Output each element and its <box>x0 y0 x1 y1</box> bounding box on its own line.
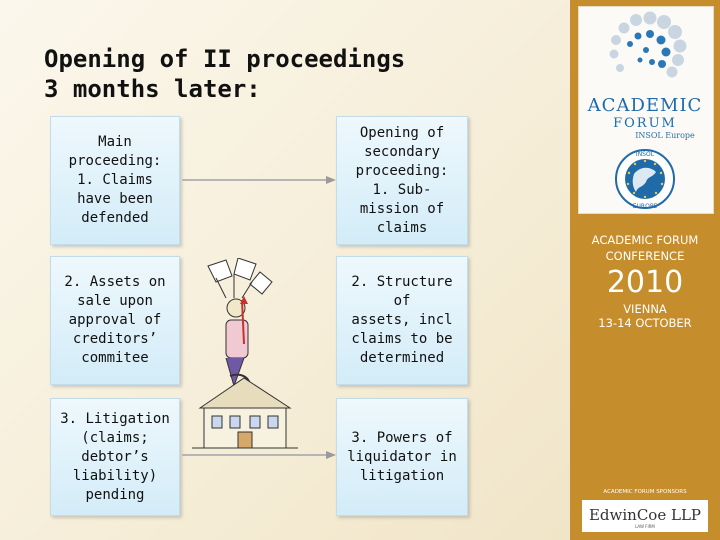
box-text-line: liability) <box>72 467 158 484</box>
dots-circle-logo-icon <box>609 11 687 78</box>
box-text-line: proceeding: <box>68 153 162 169</box>
main-proceeding-box: Main proceeding: 1. Claims have been def… <box>50 116 180 245</box>
logo-line-1: ACADEMIC <box>587 95 703 116</box>
sponsors-label: ACADEMIC FORUM SPONSORS <box>603 489 687 495</box>
box-text-line: sale upon <box>77 293 153 309</box>
litigation-pending-box: 3. Litigation (claims; debtor’s liabilit… <box>50 398 180 516</box>
box-text-line: (claims; <box>81 429 149 446</box>
secondary-proceeding-box: Opening of secondary proceeding: 1. Sub-… <box>336 116 468 245</box>
conference-location-dates: VIENNA 13-14 OCTOBER <box>578 302 712 330</box>
box-text-line: defended <box>81 210 149 226</box>
box-text-line: commitee <box>81 350 149 366</box>
conference-city: VIENNA <box>623 302 667 316</box>
box-text-line: mission of <box>359 200 445 217</box>
arrow-right-icon <box>182 176 336 184</box>
conference-year: 2010 <box>606 265 684 300</box>
box-text-line: 2. Structure of <box>351 274 453 309</box>
box-text-line: 2. Assets on <box>64 274 166 290</box>
assets-on-sale-box: 2. Assets on sale upon approval of credi… <box>50 256 180 385</box>
box-text-line: Main <box>98 134 132 150</box>
box-text-line: 1. Claims <box>77 172 153 188</box>
box-text-line: 3. Powers of <box>351 429 453 446</box>
sponsor-subtitle: LAW FIRM <box>635 524 655 529</box>
academic-forum-wordmark: ACADEMIC FORUM INSOL Europe <box>578 96 712 141</box>
box-text-line: claims <box>376 219 428 236</box>
conference-dates: 13-14 OCTOBER <box>598 316 692 330</box>
arrow-right-icon <box>182 451 336 459</box>
powers-of-liquidator-box: 3. Powers of liquidator in litigation <box>336 398 468 516</box>
title-line-2: 3 months later: <box>44 75 261 103</box>
box-text-line: secondary <box>364 143 440 160</box>
conference-banner: ACADEMIC FORUM INSOL Europe INSOL EUROPE… <box>570 0 720 540</box>
box-text-line: proceeding: <box>355 162 449 179</box>
box-text-line: debtor’s <box>81 448 149 465</box>
sponsor-name: EdwinCoe LLP <box>588 506 702 524</box>
balancing-figure-icon <box>192 258 298 449</box>
conference-line-2: CONFERENCE <box>605 249 685 263</box>
box-text-line: determined <box>359 350 445 366</box>
box-text-line: Opening of <box>359 124 445 141</box>
box-text-line: creditors’ <box>72 331 158 347</box>
box-text-line: assets, incl <box>351 312 453 328</box>
seal-bottom-text: EUROPE <box>633 203 658 210</box>
logo-line-2: FORUM <box>613 116 677 131</box>
box-text-line: approval of <box>68 312 162 328</box>
title-line-1: Opening of II proceedings <box>44 45 406 73</box>
sponsor-logo: EdwinCoe LLP LAW FIRM <box>582 500 708 532</box>
box-text-line: litigation <box>359 467 445 484</box>
structure-of-assets-box: 2. Structure of assets, incl claims to b… <box>336 256 468 385</box>
box-text-line: pending <box>85 486 145 503</box>
logo-line-3: INSOL Europe <box>635 131 695 140</box>
conference-title: ACADEMIC FORUM CONFERENCE <box>578 232 712 264</box>
box-text-line: 3. Litigation <box>60 410 170 427</box>
seal-top-text: INSOL <box>636 151 655 158</box>
conference-line-1: ACADEMIC FORUM <box>591 233 699 247</box>
box-text-line: liquidator in <box>347 448 457 465</box>
box-text-line: 1. Sub- <box>372 181 432 198</box>
box-text-line: have been <box>77 191 153 207</box>
box-text-line: claims to be <box>351 331 453 347</box>
insol-europe-seal-icon: INSOL EUROPE <box>615 149 675 210</box>
slide-title: Opening of II proceedings 3 months later… <box>44 44 405 104</box>
